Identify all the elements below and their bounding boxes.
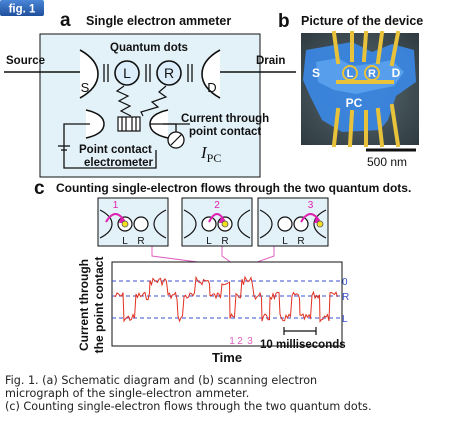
source-s-label: S <box>81 80 90 95</box>
panel-b-title: Picture of the device <box>301 14 423 28</box>
y-axis-label-2: the point contact <box>92 257 106 354</box>
electrometer-label-2: electrometer <box>84 157 154 169</box>
y-axis-label-1: Current through <box>77 259 91 351</box>
inset-r-label: R <box>221 236 228 247</box>
inset-step-number: 2 <box>214 200 220 211</box>
quantum-dots-label: Quantum dots <box>110 42 188 54</box>
inset-l-label: L <box>122 236 128 247</box>
inset-dot-right <box>133 216 149 232</box>
current-label-2: point contact <box>189 126 261 138</box>
inset-dot-left <box>201 216 217 232</box>
point-contact-channel <box>117 116 141 132</box>
panel-c-title: Counting single-electron flows through t… <box>56 181 411 195</box>
drain-reservoir <box>201 49 221 99</box>
drain-label: Drain <box>256 55 285 67</box>
inset-electron-path <box>105 213 126 223</box>
schematic-box <box>39 33 261 178</box>
inset-dot-left <box>277 216 293 232</box>
inset-frame <box>181 197 253 247</box>
panel-b-letter: b <box>278 11 290 32</box>
point-contact-barriers <box>121 117 137 131</box>
point-contact-left <box>85 109 105 139</box>
caption-line-3: (c) Counting single-electron flows throu… <box>5 400 372 413</box>
figure-caption: Fig. 1. (a) Schematic diagram and (b) sc… <box>5 374 445 413</box>
inset-dot-right <box>293 216 309 232</box>
drain-d-label: D <box>207 80 216 95</box>
coupling-wire-left <box>115 85 132 117</box>
device-pc-label: PC <box>346 96 363 110</box>
event-marker-2: 2 <box>237 336 243 347</box>
tunnel-barriers <box>103 64 193 82</box>
inset-electron-path <box>300 213 321 223</box>
device-dot-right <box>364 65 380 81</box>
source-label: Source <box>6 55 45 67</box>
inset-drain-reservoir <box>153 209 167 239</box>
time-scale-bar <box>283 327 317 335</box>
inset-electron <box>221 220 229 228</box>
inset-source-reservoir <box>259 209 273 239</box>
figure-tag-text: fig. 1 <box>9 4 36 16</box>
inset-electron-path <box>208 213 226 223</box>
current-label-1: Current through <box>181 113 269 125</box>
level-label-l: L <box>342 314 348 325</box>
level-label-0: 0 <box>342 277 348 288</box>
device-mesa-highlight <box>316 58 404 94</box>
inset-step-number: 1 <box>113 200 119 211</box>
caption-line-2: micrograph of the single-electron ammete… <box>5 387 250 400</box>
quantum-dot-left <box>114 60 140 86</box>
inset-source-reservoir <box>99 209 113 239</box>
ammeter-wire <box>163 123 177 132</box>
figure-tag-background <box>0 0 44 16</box>
device-d-label: D <box>392 66 401 80</box>
ipc-symbol: IPC <box>200 143 221 165</box>
inset-frame <box>97 197 169 247</box>
dot-l-label: L <box>123 65 131 81</box>
current-trace <box>113 275 338 323</box>
inset-l-label: L <box>206 236 212 247</box>
panel-c-letter: c <box>34 178 45 199</box>
dot-r-label: R <box>164 65 174 81</box>
figure-tag: fig. 1 <box>0 0 44 16</box>
inset-electron <box>121 220 129 228</box>
event-marker-1: 1 <box>229 336 235 347</box>
quantum-dot-right <box>156 60 182 86</box>
trace-plot-frame <box>111 261 343 347</box>
panel-a-letter: a <box>60 10 71 31</box>
device-l-label: L <box>347 68 354 80</box>
inset-step-number: 3 <box>308 200 314 211</box>
source-reservoir <box>79 49 99 99</box>
inset-r-label: R <box>137 236 144 247</box>
device-s-label: S <box>312 66 320 80</box>
ammeter-needle <box>170 133 183 146</box>
scale-bar-label: 500 nm <box>367 155 407 169</box>
panel-a-title: Single electron ammeter <box>86 14 231 28</box>
device-micrograph: S L R D PC <box>301 30 419 148</box>
caption-line-1: Fig. 1. (a) Schematic diagram and (b) sc… <box>5 374 318 387</box>
gold-gates <box>331 30 401 148</box>
inset-electron <box>316 220 324 228</box>
event-marker-3: 3 <box>247 336 253 347</box>
level-label-r: R <box>342 292 349 303</box>
device-r-label: R <box>368 68 376 80</box>
panel-a: a Single electron ammeter Quantum dots S… <box>4 10 296 178</box>
x-axis-label: Time <box>212 350 242 365</box>
electrometer-label-1: Point contact <box>79 144 152 156</box>
inset-source-reservoir <box>183 209 197 239</box>
panel-c: c Counting single-electron flows through… <box>34 178 411 365</box>
inset-drain-reservoir <box>313 209 327 239</box>
inset-l-label: L <box>282 236 288 247</box>
device-dot-left <box>342 65 358 81</box>
coupling-wire-right <box>140 85 168 117</box>
time-scale-label: 10 milliseconds <box>260 339 346 351</box>
inset-drain-reservoir <box>237 209 251 239</box>
panel-b: b Picture of the device <box>278 11 423 169</box>
inset-r-label: R <box>297 236 304 247</box>
